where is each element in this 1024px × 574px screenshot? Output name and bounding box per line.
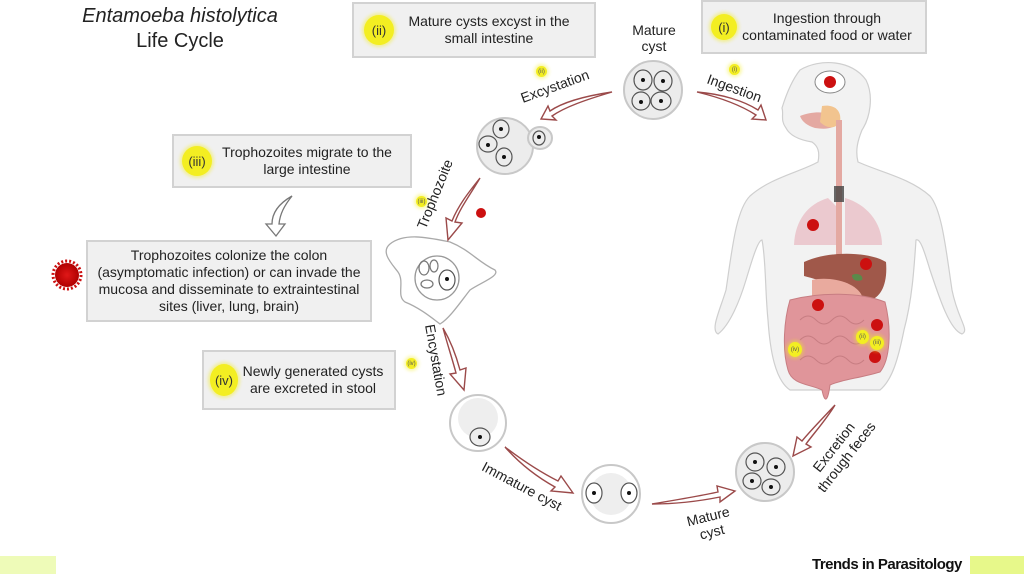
mature-cyst-bottom-icon bbox=[735, 442, 795, 502]
step-box-iv: (iv) Newly generated cysts are excreted … bbox=[202, 350, 396, 410]
step-text-iv-line1: Newly generated cysts bbox=[242, 363, 384, 379]
footer-accent-right bbox=[970, 556, 1024, 574]
journal-brand: Trends in Parasitology bbox=[812, 556, 962, 573]
trophozoite-infection-dot bbox=[476, 208, 486, 218]
immature-cyst-icon bbox=[449, 394, 507, 452]
step-box-iii: (iii) Trophozoites migrate to the large … bbox=[172, 134, 412, 188]
binucleate-cyst-icon bbox=[581, 464, 641, 524]
step-text-iv-line2: are excreted in stool bbox=[249, 380, 377, 396]
colonize-box: Trophozoites colonize the colon (asympto… bbox=[86, 240, 372, 322]
label-mature-cyst-top: Mature cyst bbox=[632, 22, 676, 54]
colonize-text-line3: mucosa and disseminate to extraintestina… bbox=[98, 281, 360, 297]
title-subtitle: Life Cycle bbox=[136, 30, 224, 52]
diagram-title: Entamoeba histolytica Life Cycle bbox=[60, 4, 300, 54]
body-badge-ii: (ii) bbox=[856, 330, 869, 344]
step-text-i-line2: contaminated food or water bbox=[742, 27, 912, 43]
step-text-ii-line2: small intestine bbox=[444, 30, 534, 46]
cycle-badge-ii: (ii) bbox=[536, 66, 547, 77]
excysting-cyst-icon bbox=[476, 117, 553, 175]
cycle-badge-i: (i) bbox=[729, 64, 740, 75]
footer-accent-left bbox=[0, 556, 56, 574]
excystation-arrow-icon bbox=[539, 91, 613, 121]
colonize-text-line4: sites (liver, lung, brain) bbox=[158, 298, 300, 314]
step-text-ii-line1: Mature cysts excyst in the bbox=[408, 13, 570, 29]
body-badge-iii: (iii) bbox=[870, 336, 884, 350]
mature-cyst-arrow-icon bbox=[651, 485, 737, 505]
step-badge-ii: (ii) bbox=[364, 15, 394, 45]
trophozoite-icon bbox=[385, 236, 497, 325]
encystation-arrow-icon bbox=[442, 327, 467, 392]
human-body-icon bbox=[714, 62, 966, 400]
step-text-iii-line2: large intestine bbox=[263, 161, 351, 177]
title-species: Entamoeba histolytica bbox=[82, 5, 278, 27]
immature-cyst-arrow-icon bbox=[504, 446, 575, 494]
step-box-i: (i) Ingestion through contaminated food … bbox=[701, 0, 927, 54]
ingestion-arrow-icon bbox=[696, 91, 767, 121]
step-text-i-line1: Ingestion through bbox=[772, 10, 882, 26]
step-badge-iv: (iv) bbox=[210, 364, 238, 396]
step-badge-iii: (iii) bbox=[182, 146, 212, 176]
step-badge-i: (i) bbox=[711, 14, 737, 40]
colonize-text-line1: Trophozoites colonize the colon bbox=[130, 247, 328, 263]
trophozoite-arrow-icon bbox=[445, 177, 481, 242]
step-box-ii: (ii) Mature cysts excyst in the small in… bbox=[352, 2, 596, 58]
migrate-arrow-icon bbox=[264, 195, 293, 238]
cycle-badge-iii: (iii) bbox=[416, 196, 427, 207]
mature-cyst-top-icon bbox=[623, 60, 683, 120]
cycle-badge-iv: (iv) bbox=[406, 358, 417, 369]
infection-site-icon bbox=[51, 259, 83, 291]
body-badge-iv: (iv) bbox=[788, 342, 802, 357]
step-text-iii-line1: Trophozoites migrate to the bbox=[222, 144, 392, 160]
excretion-arrow-icon bbox=[792, 404, 836, 458]
colonize-text-line2: (asymptomatic infection) or can invade t… bbox=[97, 264, 361, 280]
